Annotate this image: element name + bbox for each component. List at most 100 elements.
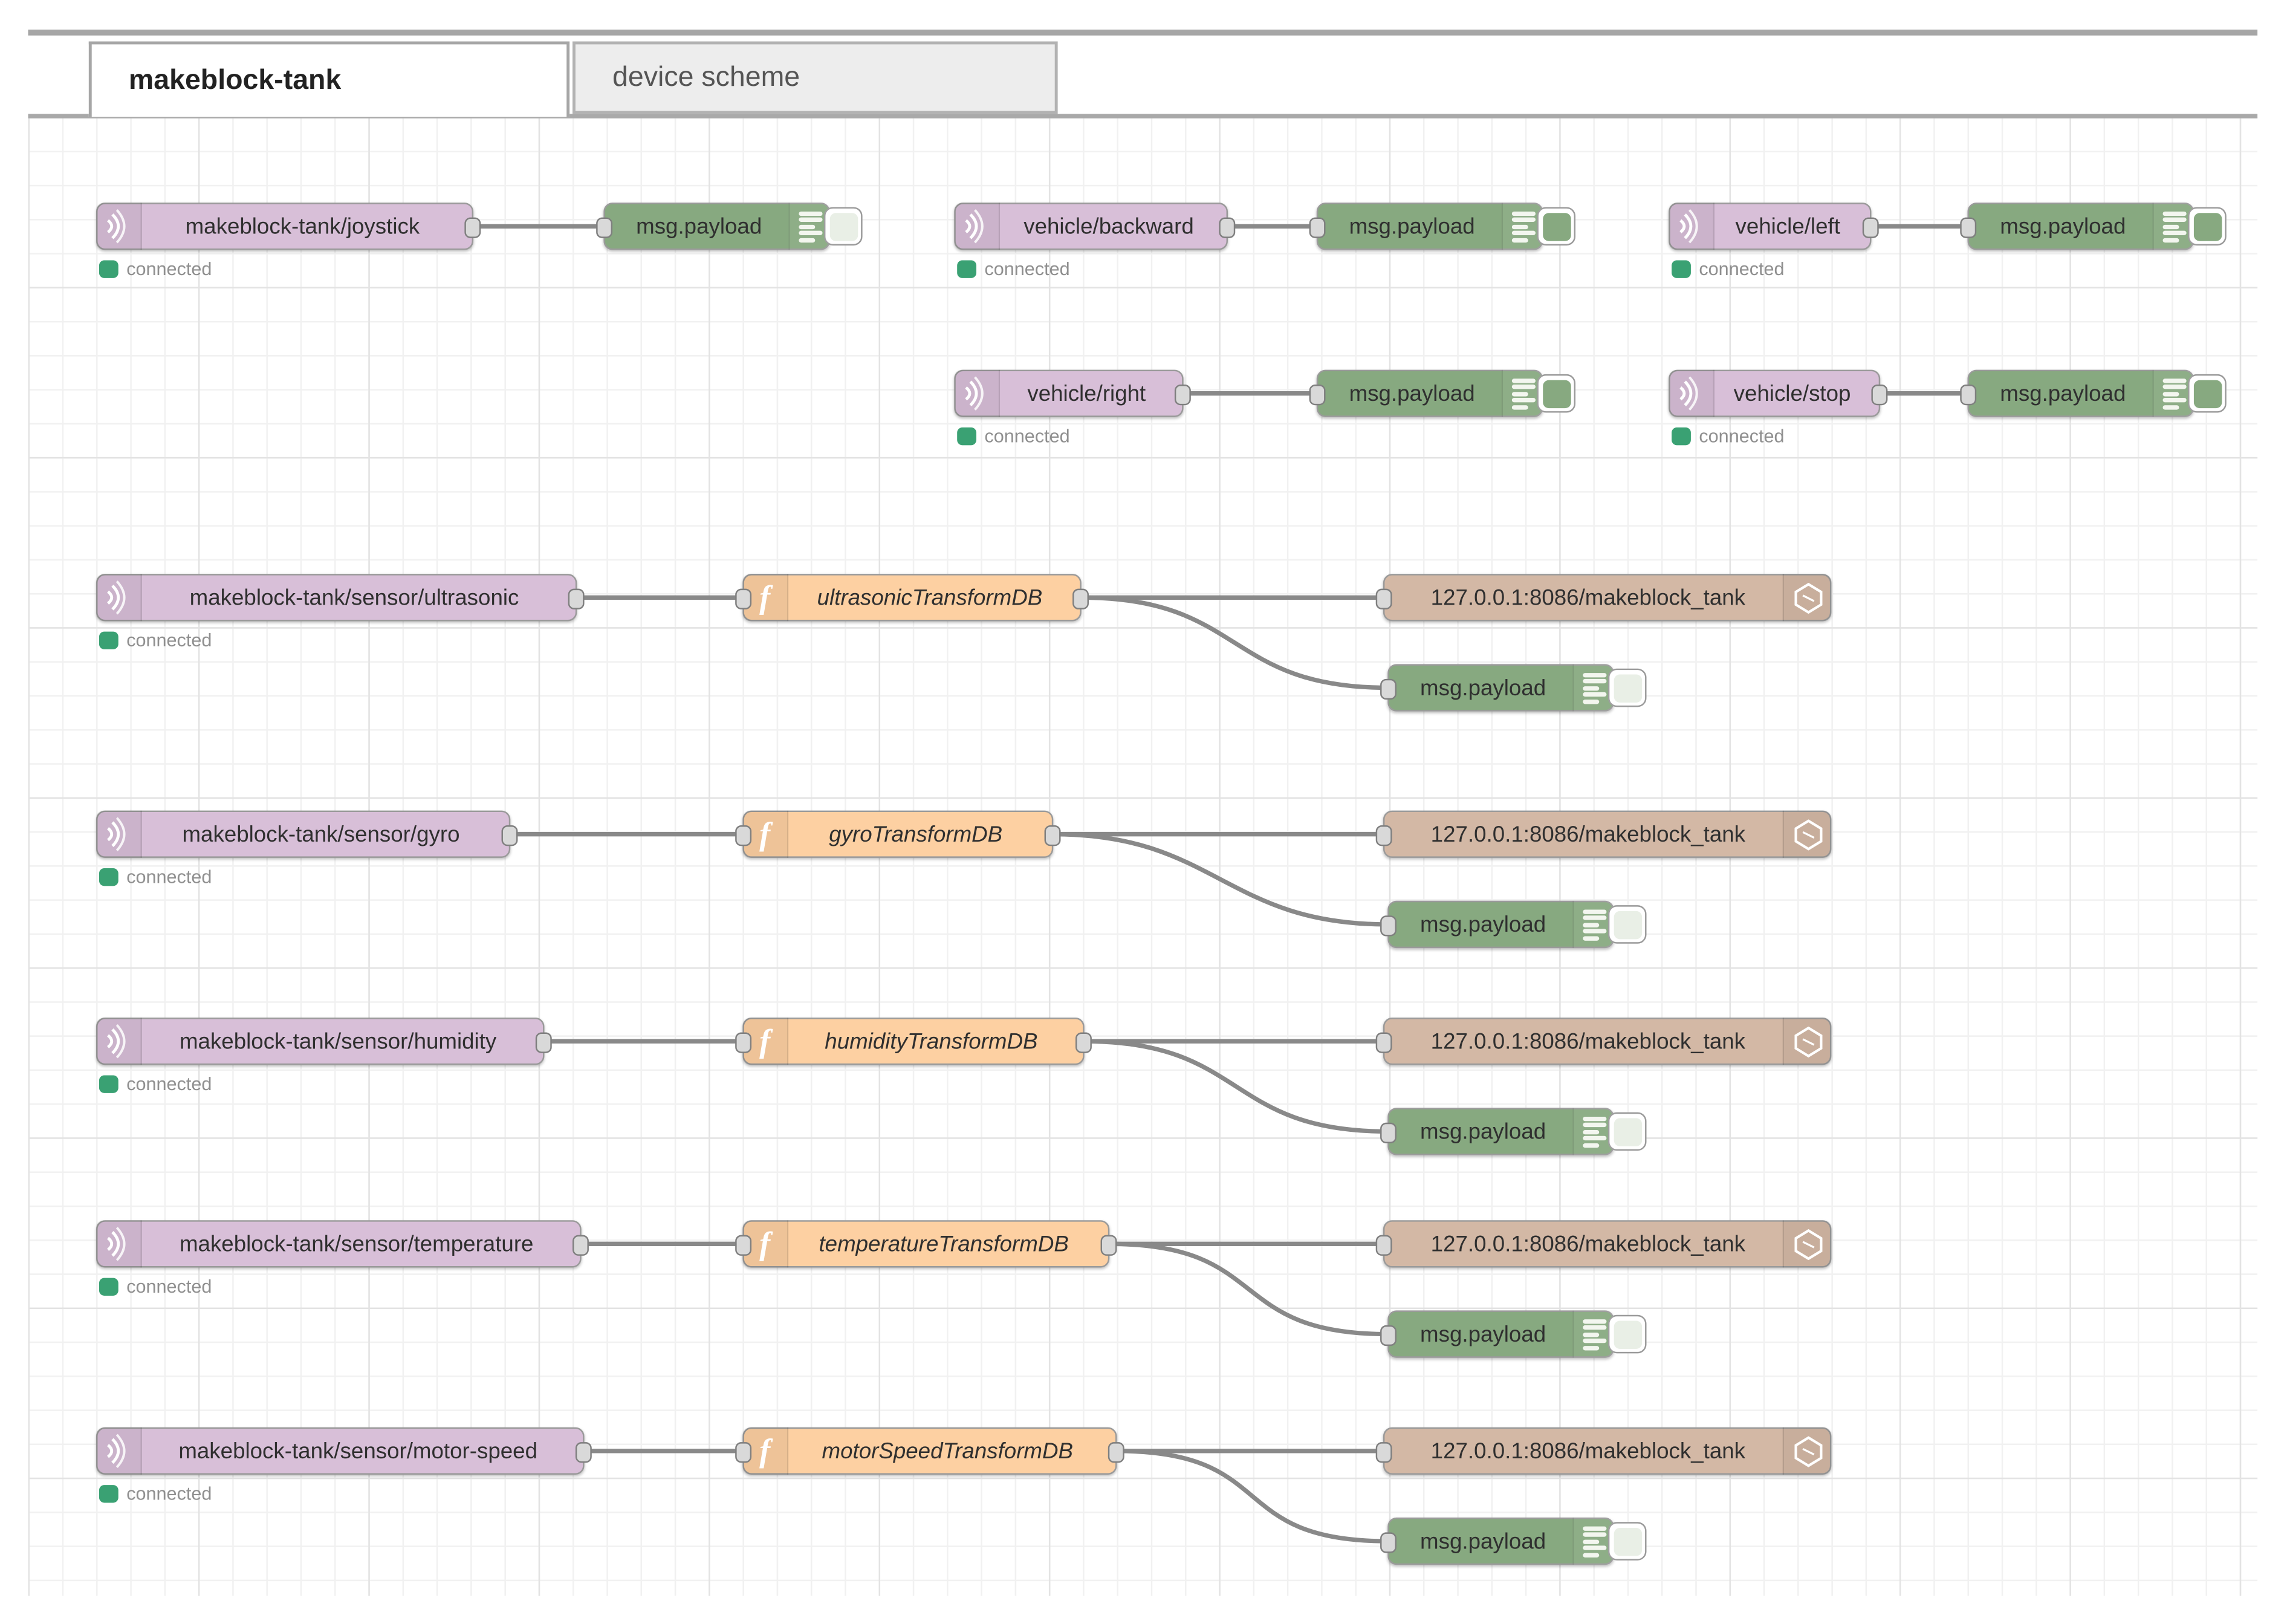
influxdb-out-node[interactable]: 127.0.0.1:8086/makeblock_tank xyxy=(1375,1018,1832,1065)
debug-node[interactable]: msg.payload xyxy=(1380,664,1647,712)
input-port[interactable] xyxy=(735,1031,752,1053)
input-port[interactable] xyxy=(1375,1234,1392,1255)
debug-node[interactable]: msg.payload xyxy=(596,203,863,250)
influxdb-icon xyxy=(1782,1427,1832,1475)
input-port[interactable] xyxy=(1960,216,1977,238)
debug-toggle-button[interactable] xyxy=(1537,207,1576,246)
status-text: connected xyxy=(126,630,212,651)
debug-node[interactable]: msg.payload xyxy=(1380,1108,1647,1155)
debug-node[interactable]: msg.payload xyxy=(1380,1517,1647,1565)
input-port[interactable] xyxy=(1309,216,1326,238)
input-port[interactable] xyxy=(1380,678,1397,699)
function-node-temperature-transform[interactable]: f temperatureTransformDB xyxy=(735,1220,1117,1268)
function-node-motor-speed-transform[interactable]: f motorSpeedTransformDB xyxy=(735,1427,1124,1475)
function-node-humidity-transform[interactable]: f humidityTransformDB xyxy=(735,1018,1092,1065)
mqtt-node-sensor-temperature[interactable]: makeblock-tank/sensor/temperature xyxy=(96,1220,589,1268)
debug-toggle-button[interactable] xyxy=(1607,1522,1647,1561)
output-port[interactable] xyxy=(575,1441,592,1463)
output-port[interactable] xyxy=(1108,1441,1124,1463)
debug-node[interactable]: msg.payload xyxy=(1960,369,2227,417)
input-port[interactable] xyxy=(1375,588,1392,609)
debug-node[interactable]: msg.payload xyxy=(1960,203,2227,250)
influxdb-icon xyxy=(1782,810,1832,858)
wire[interactable] xyxy=(1079,595,1390,690)
input-port[interactable] xyxy=(1375,824,1392,846)
function-node-ultrasonic-transform[interactable]: f ultrasonicTransformDB xyxy=(735,574,1089,622)
mqtt-node-vehicle-right[interactable]: vehicle/right xyxy=(954,369,1191,417)
input-port[interactable] xyxy=(1380,1531,1397,1553)
debug-node[interactable]: msg.payload xyxy=(1309,369,1576,417)
debug-toggle-button[interactable] xyxy=(1537,374,1576,413)
tab-device-scheme[interactable]: device scheme xyxy=(572,41,1058,114)
input-port[interactable] xyxy=(1960,383,1977,405)
input-port[interactable] xyxy=(1375,1441,1392,1463)
mqtt-node-sensor-motor-speed[interactable]: makeblock-tank/sensor/motor-speed xyxy=(96,1427,592,1475)
wire[interactable] xyxy=(1107,1241,1390,1337)
debug-toggle-button[interactable] xyxy=(1607,1112,1647,1151)
status-dot-icon xyxy=(957,259,976,279)
mqtt-signal-icon xyxy=(96,1220,142,1268)
node-label: 127.0.0.1:8086/makeblock_tank xyxy=(1430,585,1746,611)
output-port[interactable] xyxy=(1072,588,1089,609)
input-port[interactable] xyxy=(1380,915,1397,936)
input-port[interactable] xyxy=(735,588,752,609)
function-node-gyro-transform[interactable]: f gyroTransformDB xyxy=(735,810,1061,858)
status-dot-icon xyxy=(1672,259,1690,279)
output-port[interactable] xyxy=(1044,824,1061,846)
influxdb-out-node[interactable]: 127.0.0.1:8086/makeblock_tank xyxy=(1375,810,1832,858)
output-port[interactable] xyxy=(1871,383,1888,405)
mqtt-node-vehicle-backward[interactable]: vehicle/backward xyxy=(954,203,1236,250)
mqtt-node-sensor-ultrasonic[interactable]: makeblock-tank/sensor/ultrasonic xyxy=(96,574,585,622)
influxdb-out-node[interactable]: 127.0.0.1:8086/makeblock_tank xyxy=(1375,1220,1832,1268)
debug-list-icon xyxy=(1572,1517,1614,1565)
input-port[interactable] xyxy=(1309,383,1326,405)
debug-node[interactable]: msg.payload xyxy=(1309,203,1576,250)
input-port[interactable] xyxy=(1375,1031,1392,1053)
input-port[interactable] xyxy=(735,824,752,846)
node-label: motorSpeedTransformDB xyxy=(822,1438,1074,1464)
mqtt-node-joystick[interactable]: makeblock-tank/joystick xyxy=(96,203,481,250)
debug-toggle-button[interactable] xyxy=(1607,1314,1647,1354)
mqtt-node-vehicle-left[interactable]: vehicle/left xyxy=(1669,203,1879,250)
wire[interactable] xyxy=(1051,832,1390,927)
influxdb-out-node[interactable]: 127.0.0.1:8086/makeblock_tank xyxy=(1375,574,1832,622)
tab-makeblock-tank[interactable]: makeblock-tank xyxy=(88,41,570,117)
debug-toggle-button[interactable] xyxy=(2188,207,2227,246)
input-port[interactable] xyxy=(735,1441,752,1463)
status-text: connected xyxy=(126,259,212,280)
input-port[interactable] xyxy=(1380,1324,1397,1345)
debug-toggle-button[interactable] xyxy=(1607,668,1647,707)
output-port[interactable] xyxy=(501,824,518,846)
output-port[interactable] xyxy=(1174,383,1191,405)
wire[interactable] xyxy=(1114,1449,1390,1544)
status-dot-icon xyxy=(99,259,118,279)
node-label: msg.payload xyxy=(2000,213,2126,239)
output-port[interactable] xyxy=(464,216,481,238)
mqtt-node-sensor-gyro[interactable]: makeblock-tank/sensor/gyro xyxy=(96,810,518,858)
output-port[interactable] xyxy=(568,588,585,609)
input-port[interactable] xyxy=(1380,1122,1397,1143)
node-label: msg.payload xyxy=(1349,380,1475,406)
status-text: connected xyxy=(1699,426,1785,447)
node-status: connected xyxy=(1672,426,1785,447)
output-port[interactable] xyxy=(572,1234,589,1255)
input-port[interactable] xyxy=(596,216,613,238)
node-label: msg.payload xyxy=(2000,380,2126,406)
debug-list-icon xyxy=(1501,203,1543,250)
influxdb-out-node[interactable]: 127.0.0.1:8086/makeblock_tank xyxy=(1375,1427,1832,1475)
debug-toggle-button[interactable] xyxy=(1607,905,1647,944)
debug-toggle-button[interactable] xyxy=(823,207,863,246)
debug-toggle-button[interactable] xyxy=(2188,374,2227,413)
mqtt-node-vehicle-stop[interactable]: vehicle/stop xyxy=(1669,369,1888,417)
debug-node[interactable]: msg.payload xyxy=(1380,1310,1647,1358)
mqtt-node-sensor-humidity[interactable]: makeblock-tank/sensor/humidity xyxy=(96,1018,552,1065)
debug-node[interactable]: msg.payload xyxy=(1380,900,1647,949)
input-port[interactable] xyxy=(735,1234,752,1255)
node-label: msg.payload xyxy=(1420,912,1546,937)
output-port[interactable] xyxy=(1219,216,1236,238)
output-port[interactable] xyxy=(1100,1234,1117,1255)
output-port[interactable] xyxy=(1075,1031,1092,1053)
wire[interactable] xyxy=(1082,1039,1390,1134)
output-port[interactable] xyxy=(535,1031,552,1053)
output-port[interactable] xyxy=(1862,216,1879,238)
